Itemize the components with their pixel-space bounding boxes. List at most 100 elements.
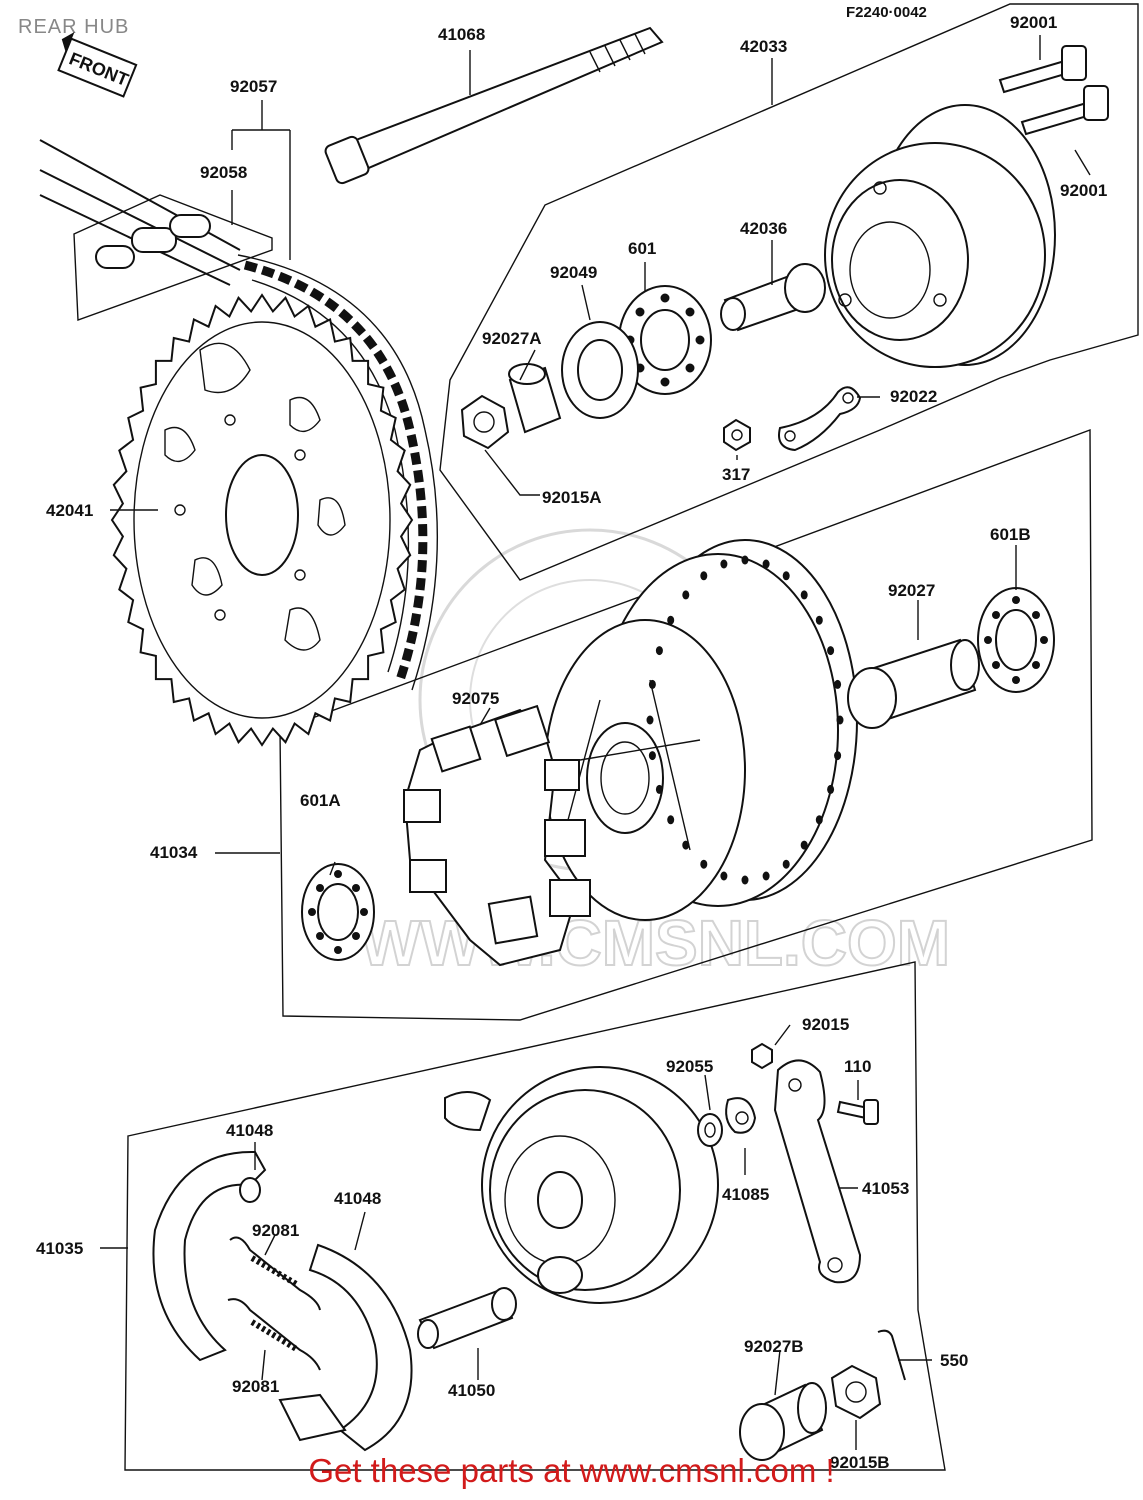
spoke-hole [815,815,823,825]
label-92022: 92022 [890,387,937,406]
spoke-hole [762,871,770,881]
label-317: 317 [722,465,750,484]
spoke-hole [800,590,808,600]
label-41050: 41050 [448,1381,495,1400]
collar-92027A [508,363,562,434]
spoke-hole [667,815,675,825]
axle-41068 [324,26,664,185]
spoke-hole [741,875,749,885]
brake-panel [444,1066,719,1304]
nut-92015B [830,1364,882,1420]
spoke-hole [720,559,728,569]
bolt-92001-a [998,45,1087,94]
spoke-hole [648,751,656,761]
label-41048-a: 41048 [226,1121,273,1140]
distance-collar-92027 [847,638,980,729]
brake-shoe-41048-b [278,1243,413,1452]
brake-shoe-41048-a [152,1150,267,1362]
spoke-hole [682,590,690,600]
label-601: 601 [628,239,656,258]
label-41035: 41035 [36,1239,83,1258]
spoke-hole [782,571,790,581]
label-42041: 42041 [46,501,93,520]
spoke-hole [700,571,708,581]
oil-seal-92049 [561,321,639,419]
nut-92015 [751,1042,773,1070]
spoke-hole [646,715,654,725]
nut-317 [723,418,751,452]
label-41048-b: 41048 [334,1189,381,1208]
plate-41085 [725,1097,757,1134]
plate-92022 [778,386,862,452]
master-link-92058 [95,214,211,269]
page-title: REAR HUB [18,16,130,38]
leader-lines [100,35,1091,1450]
label-92055: 92055 [666,1057,713,1076]
label-41085: 41085 [722,1185,769,1204]
rear-sprocket-42041 [110,293,414,747]
spoke-hole [700,859,708,869]
spoke-hole [782,859,790,869]
spoke-hole [834,751,842,761]
washer-92055 [697,1113,723,1147]
label-92075: 92075 [452,689,499,708]
brake-lever-41053 [773,1059,862,1284]
brake-cam-41050 [417,1287,517,1350]
label-92015A: 92015A [542,488,602,507]
label-92058: 92058 [200,163,247,182]
label-92015: 92015 [802,1015,849,1034]
bearing-601B [977,587,1055,693]
cotter-pin-550 [877,1329,906,1381]
label-110: 110 [844,1057,871,1076]
spoke-hole [800,840,808,850]
label-92027B: 92027B [744,1337,804,1356]
part-labels: 41068 42033 92001 92001 92057 92058 4203… [36,13,1107,1472]
spoke-hole [682,840,690,850]
spoke-hole [741,555,749,565]
label-92049: 92049 [550,263,597,282]
label-92001-b: 92001 [1060,181,1107,200]
bearing-601 [618,285,712,395]
label-42033: 42033 [740,37,787,56]
spoke-hole [720,871,728,881]
label-92081-a: 92081 [252,1221,299,1240]
spoke-hole [655,784,663,794]
label-41034: 41034 [150,843,198,862]
front-direction-tag: FRONT [57,31,138,98]
spoke-hole [667,615,675,625]
label-92057: 92057 [230,77,277,96]
label-92001-a: 92001 [1010,13,1057,32]
wheel-hub-41034 [544,539,858,921]
label-42036: 42036 [740,219,787,238]
sprocket-hub-42033 [824,104,1056,368]
footer-link[interactable]: Get these parts at www.cmsnl.com ! [308,1452,835,1489]
spoke-hole [834,679,842,689]
spoke-hole [827,784,835,794]
collar-42036 [720,263,826,332]
figure-code: F2240·0042 [846,4,927,21]
label-601A: 601A [300,791,341,810]
hub-damper-92075 [403,704,591,967]
label-41068: 41068 [438,25,485,44]
spring-92081-b [227,1298,321,1371]
bolt-92001-b [1020,85,1109,136]
bolt-110 [836,1099,879,1125]
spoke-hole [655,646,663,656]
spoke-hole [827,646,835,656]
spoke-hole [815,615,823,625]
label-92081-b: 92081 [232,1377,279,1396]
hub-spoke-holes [646,555,844,885]
label-550: 550 [940,1351,968,1370]
nut-92015A [460,394,510,450]
label-92027: 92027 [888,581,935,600]
label-41053: 41053 [862,1179,909,1198]
label-601B: 601B [990,525,1031,544]
collar-92027B [739,1382,827,1461]
spoke-hole [762,559,770,569]
label-92015B: 92015B [830,1453,890,1472]
drive-chain-92057 [39,139,439,691]
group-outlines [73,3,1139,1471]
bearing-601A [301,863,375,961]
label-92027A: 92027A [482,329,542,348]
